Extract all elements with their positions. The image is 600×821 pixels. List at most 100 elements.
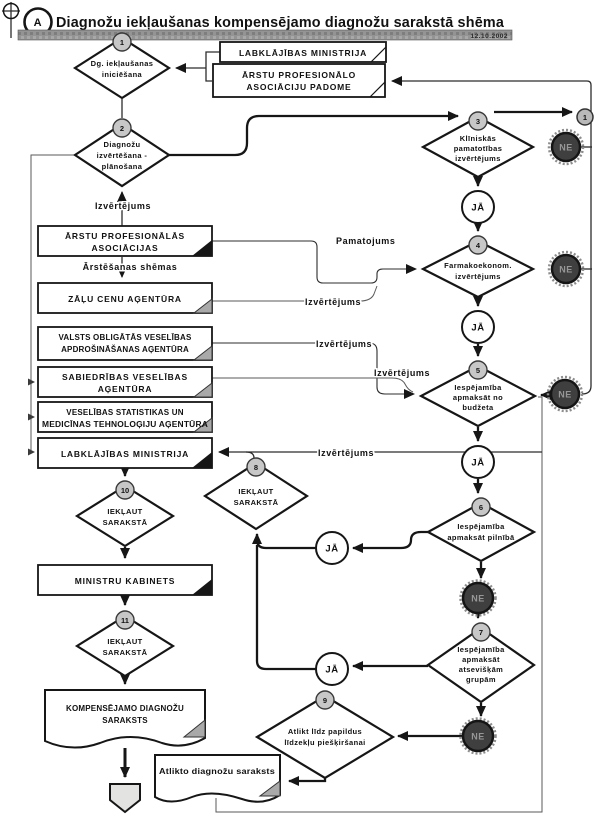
document-shape [44, 689, 206, 749]
box-label: AĢENTŪRA [98, 384, 153, 394]
decision-label: SARAKSTĀ [234, 498, 279, 507]
decision-label: IEKĻAUT [107, 637, 142, 646]
edge-zca-izvertejums [212, 285, 378, 302]
edge-feedback-to-ne5 [581, 385, 592, 395]
decision-label: Iespējamība [457, 522, 505, 531]
process-box-sabiedribas-veselibas: SABIEDRĪBAS VESELĪBAS AĢENTŪRA [37, 366, 213, 398]
edge-atlikto-loop-to-d5 [215, 396, 543, 813]
decision-shape [426, 626, 536, 704]
edge-d8-badge-tap [245, 451, 255, 459]
no-circle-into-d5: NE [546, 375, 584, 413]
document-label: KOMPENSĒJAMO DIAGNOŽU [66, 704, 184, 713]
step-badge-number: 2 [120, 124, 124, 133]
decision-shape [425, 501, 537, 563]
document-shape [154, 754, 281, 803]
yes-label: JĀ [471, 203, 484, 214]
decision-label: plānošana [102, 162, 143, 171]
no-label: NE [471, 732, 485, 742]
box-label: ASOCIĀCIJU PADOME [246, 82, 351, 92]
step-badge [112, 32, 132, 52]
step-badge [315, 690, 335, 710]
corner-fold [192, 579, 212, 595]
edge-label-izvertejums-zca: Izvērtējums [305, 297, 361, 307]
box-shape [37, 564, 213, 596]
decision-3: Klīniskās pamatotības izvērtējums 3 [420, 111, 536, 179]
step-badge [471, 497, 491, 517]
no-circle-d3: NE [547, 128, 585, 166]
corner-fold [182, 718, 206, 738]
decision-label: apmaksāt no [453, 393, 503, 402]
decision-label: izvērtējums [455, 154, 501, 163]
yes-circle [461, 310, 495, 344]
loop-connector-1-label: 1 [583, 113, 587, 122]
edge-sva-izvertejums [212, 377, 414, 393]
no-circle [461, 581, 495, 615]
decision-shape [418, 364, 538, 428]
decision-label: IEKĻAUT [107, 507, 142, 516]
step-badge [468, 235, 488, 255]
step-badge-number: 1 [120, 38, 124, 47]
decision-shape [420, 239, 536, 299]
box-label: LABKLĀJĪBAS MINISTRIJA [239, 48, 367, 58]
box-label: MINISTRU KABINETS [75, 576, 176, 586]
decision-label: grupām [466, 675, 496, 684]
box-label: SABIEDRĪBAS VESELĪBAS [62, 372, 188, 382]
no-circle [550, 131, 582, 163]
decision-label: apmaksāt pilnībā [447, 533, 515, 542]
decision-shape [72, 36, 172, 100]
corner-fold [192, 240, 212, 256]
corner-slash [370, 46, 387, 63]
step-badge-number: 6 [479, 503, 483, 512]
no-circle-d7: NE [459, 717, 497, 755]
loop-connector-1-circle [576, 108, 594, 126]
edge-topboxes-bracket [205, 51, 220, 82]
edge-d6-to-ja4 [352, 530, 428, 553]
decision-label: Klīniskās [460, 134, 497, 143]
yes-circle-after-d4: JĀ [461, 310, 495, 344]
decision-label: SARAKSTĀ [103, 518, 148, 527]
step-badge [112, 118, 132, 138]
decision-shape [420, 115, 536, 179]
page-title: Diagnožu iekļaušanas kompensējamo diagno… [56, 14, 504, 31]
step-badge-number: 8 [254, 463, 258, 472]
box-shape [37, 225, 213, 257]
decision-8: IEKĻAUT SARAKSTĀ 8 [202, 457, 310, 531]
corner-fold [192, 344, 213, 361]
document-label: SARAKSTS [102, 716, 148, 725]
no-circle [549, 378, 581, 410]
decision-10: IEKĻAUT SARAKSTĀ 10 [74, 480, 176, 548]
no-label: NE [559, 265, 573, 275]
decision-shape [254, 694, 396, 780]
no-circle-halo [459, 717, 497, 755]
box-shape [37, 437, 213, 469]
edge-ja4-to-d8 [252, 533, 316, 550]
box-shape [219, 41, 387, 63]
decision-11: IEKĻAUT SARAKSTĀ 11 [74, 610, 176, 678]
edge-d2-to-d3 [169, 111, 459, 157]
step-badge-number: 9 [323, 696, 327, 705]
decision-shape [74, 484, 176, 548]
step-badge-number: 3 [476, 117, 480, 126]
edge-apa-pamatojums-to-d4 [212, 240, 417, 284]
step-badge-number: 4 [476, 241, 481, 250]
edges [28, 51, 592, 813]
no-circle-d6: NE [459, 579, 497, 617]
decision-6: Iespējamība apmaksāt pilnībā 6 [425, 497, 537, 563]
no-circle-d4: NE [547, 250, 585, 288]
corner-fold [192, 452, 212, 468]
decision-label: Iespējamība [457, 645, 505, 654]
step-badge-number: 10 [121, 486, 129, 495]
box-label: ASOCIĀCIJAS [92, 243, 159, 253]
document-kompensejamo-saraksts: KOMPENSĒJAMO DIAGNOŽU SARAKSTS [44, 689, 206, 749]
process-box-zalu-cenu-agentura: ZĀĻU CENU AĢENTŪRA [37, 282, 213, 314]
yes-circle-after-d6: JĀ [315, 531, 349, 565]
no-label: NE [559, 143, 573, 153]
corner-fold [192, 416, 213, 433]
no-circle-halo [459, 579, 497, 617]
process-box-labklajibas-ministrija: LABKLĀJĪBAS MINISTRIJA [37, 437, 213, 469]
box-label: LABKLĀJĪBAS MINISTRIJA [61, 449, 189, 459]
decision-2: Diagnožu izvērtēšana - plānošana 2 [73, 118, 171, 188]
yes-label: JĀ [325, 544, 338, 555]
box-label: ĀRSTU PROFESIONĀLĀS [65, 231, 185, 241]
